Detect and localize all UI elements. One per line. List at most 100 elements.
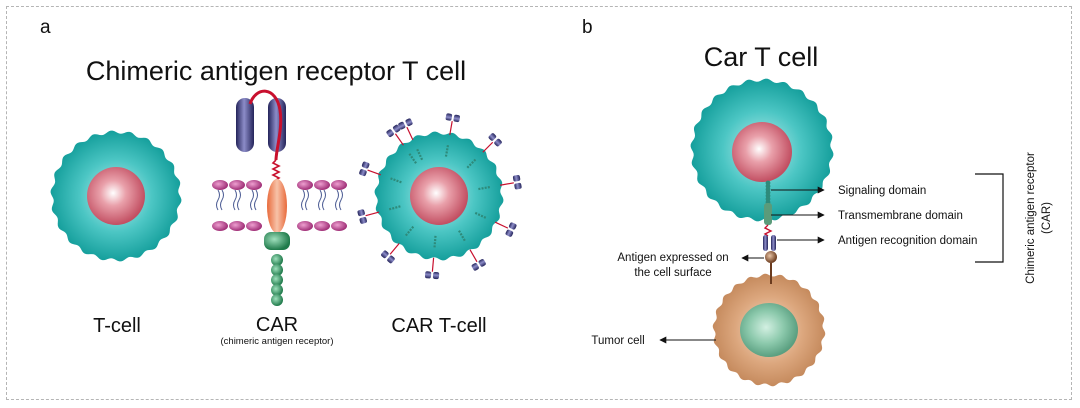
surface-car-stalk [449,121,453,136]
surface-car-stalk [367,169,381,176]
scfv-linker [248,89,283,161]
panel-b-title: Car T cell [704,42,819,72]
lipid-tail [216,189,220,211]
panel-a-letter: a [40,17,51,38]
transmembrane-label: Transmembrane domain [838,210,963,222]
car-t-cell-nucleus [410,167,468,225]
surface-car-head [432,271,440,280]
lipid-tail [322,189,326,211]
signaling-bead [271,294,283,306]
surface-car [458,230,486,271]
surface-car-stalk [389,243,400,255]
panel-b-transmembrane [764,203,772,225]
car-t-cell-illustration [357,113,522,280]
signaling-bead [271,254,283,266]
lipid-head [331,180,347,190]
lipid-head [246,180,262,190]
surface-car-head [359,217,367,224]
lipid-head [229,180,245,190]
surface-car-head [381,250,389,259]
antigen-label-line1: Antigen expressed on [617,252,728,264]
recognition-label: Antigen recognition domain [838,235,977,247]
surface-car-head [488,133,497,141]
lipid-tail [301,189,305,211]
t-cell-illustration [50,130,182,262]
signaling-beads [271,254,283,306]
surface-car-head [398,121,406,130]
surface-car-tail [444,144,450,157]
surface-car [357,205,401,224]
transmembrane-domain [267,179,287,233]
surface-car [398,118,424,161]
t-cell-nucleus [87,167,145,225]
surface-car-head [357,209,365,217]
surface-car-head [471,263,479,271]
lipid-tail [339,189,343,211]
lipid-tail [233,189,237,211]
lipid-tail [250,189,254,211]
costimulatory-domain [264,232,290,250]
panel-b-scfv-right [771,235,776,251]
hinge-spring [271,159,281,181]
lipid-tail [254,189,258,211]
surface-car-stalk [365,211,380,217]
panel-b-receptor [763,180,777,284]
scfv-heavy-chain [236,98,254,152]
panel-b-letter: b [582,17,593,38]
lipid-tail [237,189,241,211]
surface-car-head [387,255,395,264]
lipid-head [212,180,228,190]
surface-car-stalk [469,249,478,263]
surface-car [386,124,417,164]
t-cell-label: T-cell [93,315,141,337]
tumor-cell-nucleus [740,303,798,357]
lipid-head [297,221,313,231]
surface-car-stalk [406,126,414,141]
surface-car-head [392,124,401,133]
lipid-tail [318,189,322,211]
signaling-label: Signaling domain [838,185,926,197]
car-sublabel: (chimeric antigen receptor) [221,336,334,347]
lipid-bilayer [212,180,347,231]
lipid-head [314,221,330,231]
lipid-head [229,221,245,231]
surface-car-tail [408,152,417,164]
car-bracket [975,173,1004,263]
lipid-head [331,221,347,231]
surface-car-head [424,271,432,279]
surface-car-head [445,113,453,121]
surface-car-head [359,169,367,177]
surface-car-head [514,182,522,190]
lipid-tail [335,189,339,211]
car-receptor-illustration [212,89,347,306]
signaling-bead [271,264,283,276]
surface-car-stalk [494,221,509,229]
surface-car-tail [404,225,415,237]
surface-car-head [405,118,413,127]
figure-frame [6,6,1072,400]
signaling-bead [271,284,283,296]
surface-car-head [478,259,486,267]
signaling-bead [271,274,283,286]
surface-car [444,113,460,157]
surface-car-head [386,129,394,137]
antigen-label-line2: the cell surface [634,267,711,279]
surface-car [381,225,415,264]
surface-car-tail [388,205,401,211]
panel-b-hinge [763,224,773,237]
surface-car-head [361,161,370,169]
surface-car-head [505,229,514,237]
surface-car-head [512,175,521,182]
car-label: CAR [256,314,298,336]
surface-car-stalk [482,141,494,153]
surface-car-stalk [499,182,514,186]
surface-car-stalk [394,133,404,146]
panel-b-car-t-cell [690,78,834,222]
panel-b-t-cell-nucleus [732,122,792,182]
surface-car-head [453,114,460,123]
lipid-head [246,221,262,231]
tumor-cell-illustration [712,273,826,387]
car-bracket-label-line1: Chimeric antigen receptor [1025,152,1037,284]
surface-car-head [508,222,517,230]
